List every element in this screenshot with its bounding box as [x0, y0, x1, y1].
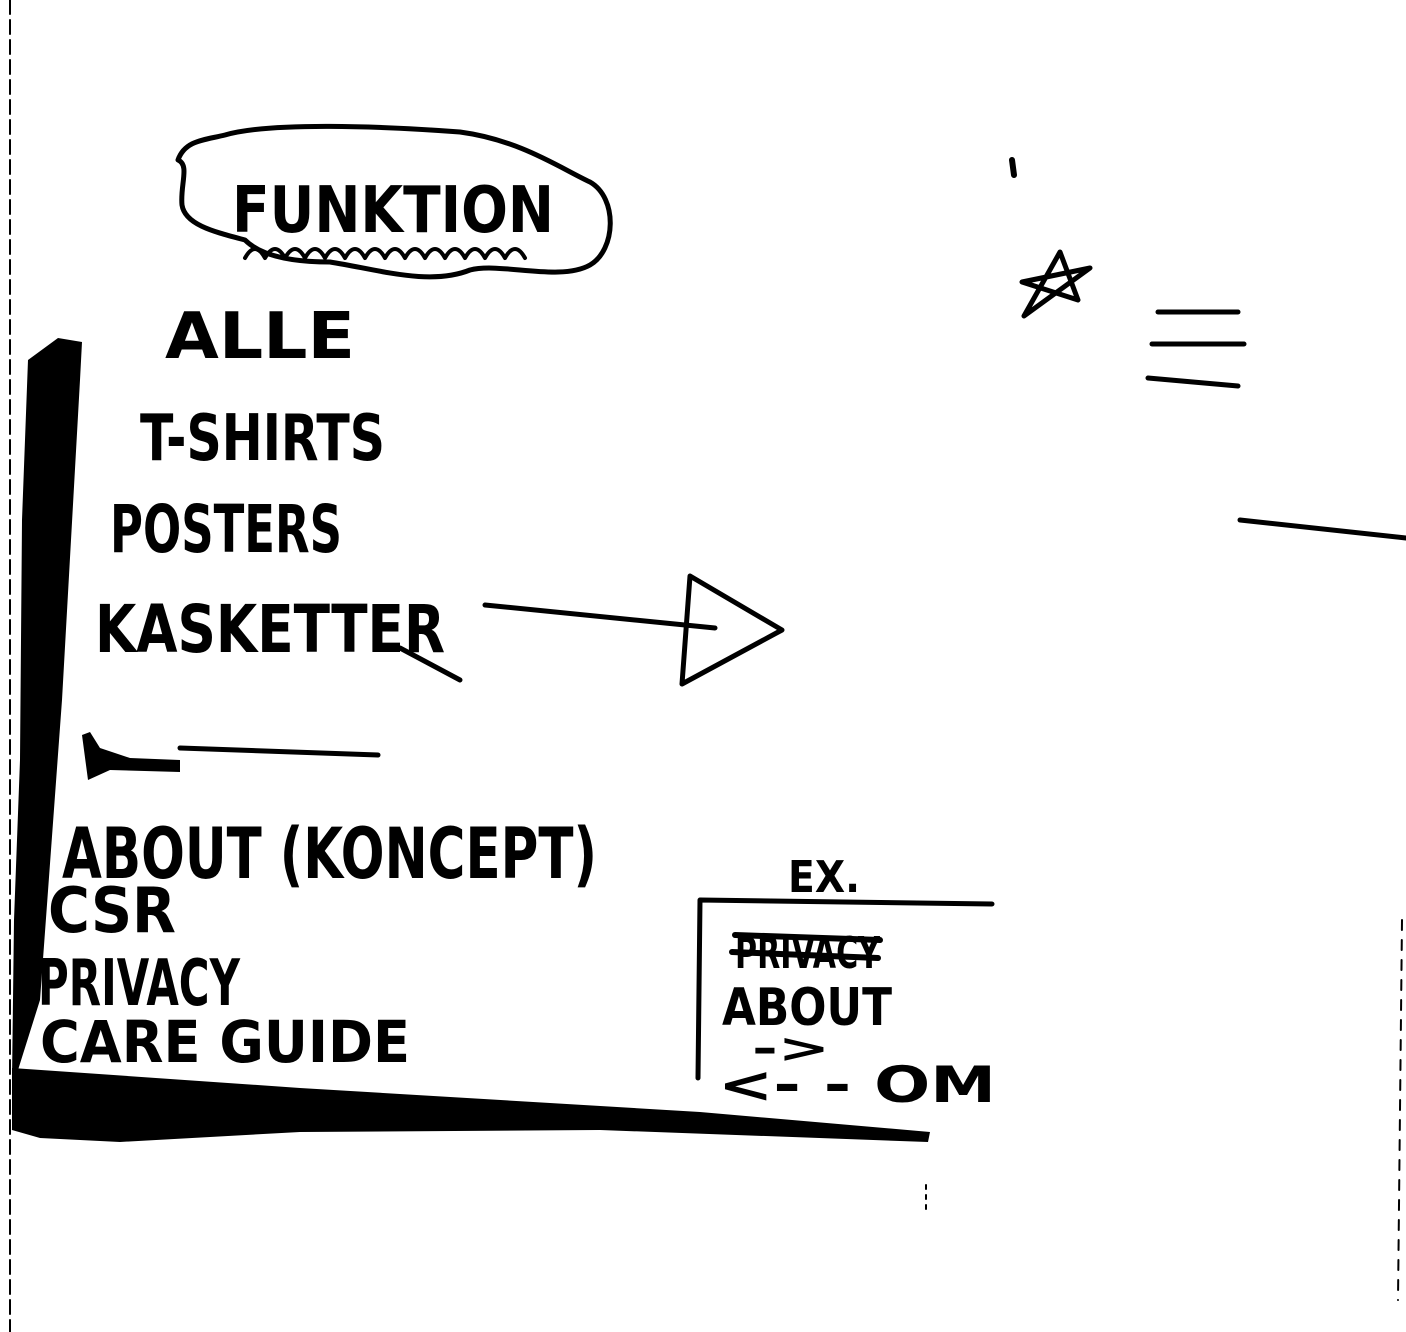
info-menu: ABOUT (KONCEPT) CSR PRIVACY CARE GUIDE	[38, 813, 597, 1076]
cloud-outline	[175, 123, 613, 280]
example-box: EX. PRIVACY ABOUT -> <- - OM	[695, 852, 996, 1114]
dot-mark	[1009, 157, 1017, 178]
funktion-badge[interactable]: FUNKTION	[175, 123, 613, 280]
strike-through	[729, 932, 883, 961]
example-back-om: <- - OM	[718, 1056, 996, 1114]
cloud-squiggle	[243, 247, 527, 260]
arrow-right-icon	[482, 573, 785, 687]
example-box-outline	[695, 897, 995, 1081]
menu-panel-bottom-border	[12, 1068, 930, 1142]
menu-item-kasketter[interactable]: KASKETTER	[95, 591, 445, 668]
info-item-csr[interactable]: CSR	[48, 874, 176, 947]
menu-item-t-shirts[interactable]: T-SHIRTS	[140, 402, 385, 476]
hamburger-menu-icon[interactable]	[1145, 309, 1247, 389]
menu-item-posters[interactable]: POSTERS	[110, 491, 342, 568]
example-about-item: ABOUT	[722, 978, 892, 1038]
menu-panel-left-border	[12, 338, 82, 1080]
page-edge-right	[1397, 919, 1403, 1301]
separator-line	[177, 745, 381, 758]
star-icon[interactable]	[1019, 249, 1093, 319]
menu-separator	[82, 732, 381, 780]
info-item-privacy[interactable]: PRIVACY	[38, 947, 240, 1021]
top-right-icons	[1009, 157, 1406, 541]
header-line	[1237, 517, 1406, 541]
separator-scribble	[82, 732, 180, 780]
kasketter-underline-stroke	[397, 645, 463, 683]
funktion-label: FUNKTION	[232, 174, 554, 248]
info-item-care-guide[interactable]: CARE GUIDE	[40, 1008, 410, 1076]
category-menu: ALLE T-SHIRTS POSTERS KASKETTER	[95, 300, 463, 683]
example-forward-arrow: ->	[752, 1026, 830, 1072]
menu-item-alle[interactable]: ALLE	[165, 300, 355, 374]
example-label: EX.	[788, 852, 860, 903]
info-item-about[interactable]: ABOUT (KONCEPT)	[62, 813, 597, 895]
